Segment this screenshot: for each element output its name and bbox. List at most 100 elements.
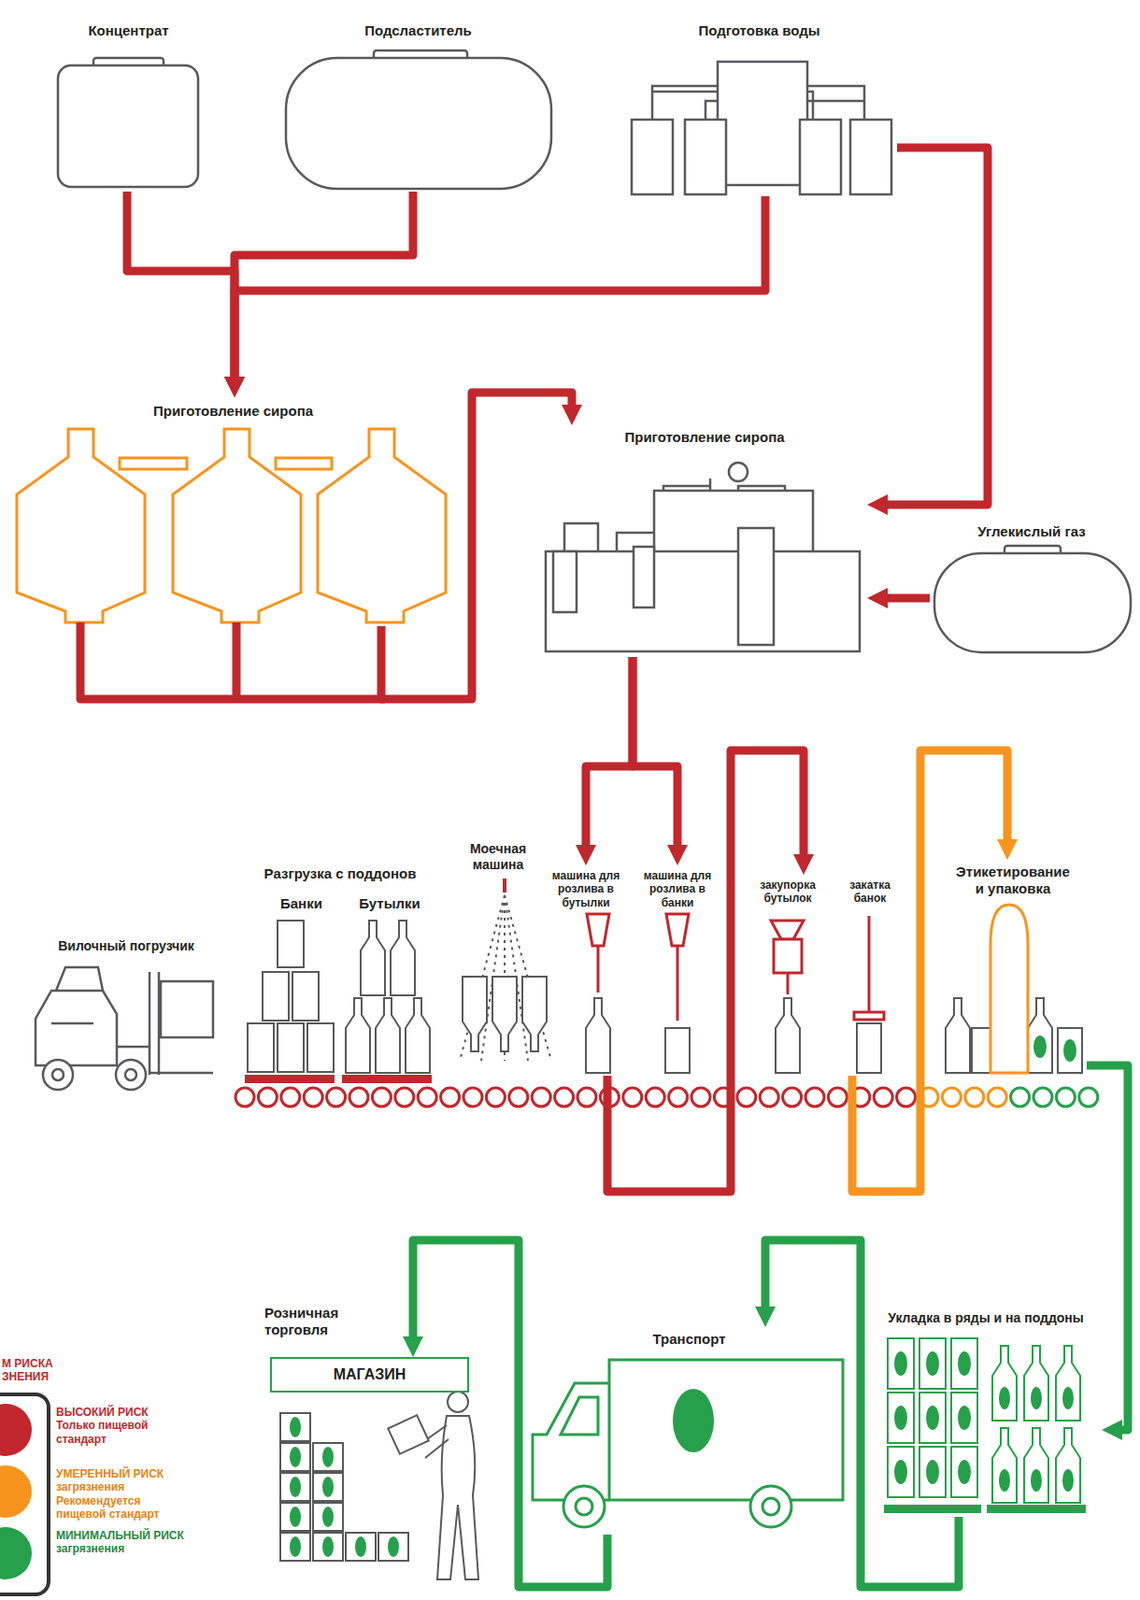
pallets-stack — [894, 1459, 908, 1484]
forklift — [125, 1068, 137, 1081]
forklift — [51, 967, 103, 1024]
pallets-stack — [1024, 1427, 1049, 1503]
retail-boxes — [289, 1536, 301, 1557]
fillers-cappers — [854, 1011, 884, 1020]
syrup-mixer: Приготовление сиропа — [541, 425, 868, 657]
node-label: машина для розлива в бутылки — [548, 869, 624, 910]
conveyor — [371, 1087, 391, 1107]
pallets-stack — [926, 1459, 940, 1484]
syrup-mixer — [738, 527, 774, 645]
node-label: МАГАЗИН — [333, 1365, 407, 1383]
water-treatment — [631, 119, 673, 195]
flow-arrow — [1086, 1065, 1128, 1430]
depalletizer — [342, 1074, 432, 1083]
pallets-stack — [951, 1392, 978, 1443]
conveyor — [987, 1087, 1007, 1107]
concentrate-tank — [57, 65, 199, 187]
pallets-stack — [887, 1392, 914, 1443]
syrup-mixer — [545, 551, 860, 652]
retail-boxes — [280, 1532, 311, 1561]
retail-boxes — [345, 1532, 376, 1561]
retail-boxes — [355, 1536, 367, 1557]
pallets-stack — [1030, 1386, 1042, 1410]
forklift: Вилочный погрузчик — [28, 934, 225, 1101]
retail-boxes — [387, 1536, 399, 1557]
pallets-stack — [986, 1504, 1086, 1513]
conveyor — [691, 1087, 711, 1107]
fillers-cappers — [868, 915, 871, 1012]
conveyor — [395, 1087, 414, 1107]
forklift — [42, 1059, 73, 1090]
pallets-stack — [957, 1459, 971, 1484]
flow-arrow — [234, 191, 414, 377]
syrup-tanks — [275, 457, 332, 470]
legend-text: ВЫСОКИЙ РИСК Только пищевой стандарт — [56, 1405, 187, 1446]
node-label: Разгрузка с поддонов — [242, 865, 439, 883]
depalletizer — [244, 1074, 335, 1083]
node-label: Вилочный погрузчик — [32, 938, 220, 955]
forklift — [35, 967, 214, 1090]
stack-label: Бутылки — [356, 895, 423, 912]
syrup-pipes — [80, 622, 385, 699]
forklift — [35, 990, 117, 1066]
depalletizer — [345, 997, 371, 1073]
bottle-capper: закупорка бутылок — [746, 874, 829, 1076]
pallets-stack — [894, 1405, 908, 1430]
legend-swatch — [0, 1403, 32, 1456]
flow-arrow — [127, 191, 235, 377]
conveyor — [805, 1087, 825, 1107]
retail-boxes — [313, 1442, 343, 1471]
conveyor — [873, 1087, 893, 1107]
containers — [665, 1027, 690, 1073]
retail-boxes — [280, 1412, 311, 1441]
conveyor — [1055, 1087, 1075, 1107]
shopper — [447, 1391, 469, 1412]
pallets-stack — [1055, 1427, 1081, 1503]
washer — [502, 878, 507, 893]
flow-arrow — [607, 750, 804, 1192]
node-label: Подготовка воды — [666, 22, 854, 40]
conveyor — [509, 1087, 528, 1107]
syrup-tanks — [119, 457, 187, 470]
depalletizer: Разгрузка с поддонов — [238, 861, 442, 1083]
label-marks — [1033, 1035, 1047, 1058]
washer — [522, 976, 547, 1052]
pallets-stack — [919, 1338, 946, 1389]
retail-boxes — [322, 1476, 334, 1497]
truck — [750, 1485, 792, 1527]
labeler — [990, 904, 1028, 1073]
syrup-mixer — [654, 490, 813, 556]
syrup-tanks — [16, 428, 446, 623]
pallets-stack — [1062, 1386, 1074, 1410]
retail-boxes — [280, 1502, 311, 1531]
fillers-cappers — [586, 913, 610, 946]
legend-text: МИНИМАЛЬНЫЙ РИСК загрязнения — [56, 1528, 187, 1556]
node-label: Приготовление сиропа — [587, 428, 822, 446]
pallets-stack — [883, 1504, 982, 1513]
pallets-stack — [919, 1446, 946, 1497]
node-label: Углекислый газ — [938, 523, 1126, 541]
flow-arrow — [381, 392, 572, 699]
node-label: Транспорт — [633, 1330, 746, 1348]
pallets-stack — [951, 1446, 978, 1497]
co2-tank — [934, 545, 1131, 653]
syrup-pipes — [80, 622, 385, 699]
containers — [1057, 1027, 1083, 1073]
node-label: Концентрат — [54, 22, 204, 40]
syrup-pipes — [232, 622, 242, 699]
retail-boxes — [322, 1506, 334, 1527]
shopper — [387, 1414, 428, 1454]
fillers-cappers — [666, 913, 689, 946]
bottle-filler: машина для розлива в бутылки — [544, 865, 627, 1076]
palletizer: Укладка в ряды и на поддоны — [869, 1306, 1102, 1517]
conveyor — [783, 1087, 802, 1107]
conveyor — [257, 1087, 277, 1107]
retail-boxes — [289, 1476, 301, 1497]
water-treatment — [631, 61, 892, 195]
conveyor — [669, 1087, 688, 1107]
pallets-stack — [951, 1338, 978, 1389]
tank: Концентрат — [50, 18, 208, 192]
depalletizer — [244, 920, 432, 1083]
conveyor — [645, 1087, 665, 1107]
